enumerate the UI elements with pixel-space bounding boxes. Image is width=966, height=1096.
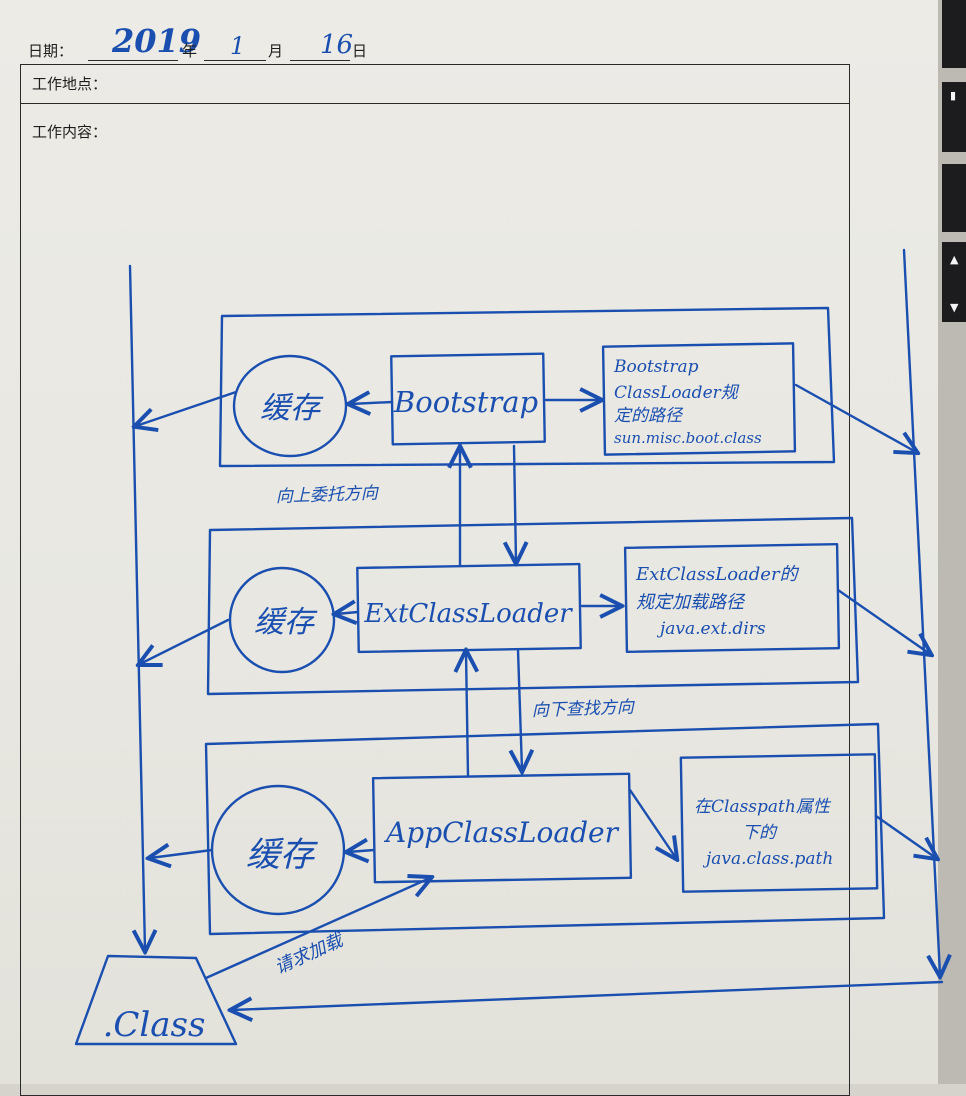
bootstrap-path-line-1: Bootstrap [613, 357, 699, 377]
app-path-line-2: 下的 [742, 823, 778, 843]
ext-row-frame [206, 516, 860, 696]
edge-tab-mark: ▮ [950, 89, 957, 102]
arrow-ext-path-out [836, 588, 930, 654]
app-path-line-3: java.class.path [702, 849, 833, 869]
app-loader-label: AppClassLoader [383, 816, 620, 849]
ext-cache-label: 缓存 [254, 605, 318, 640]
arrow-ext-searches-down [518, 648, 522, 770]
request-load-label: 请求加载 [271, 929, 347, 978]
chevron-up-icon: ▲ [950, 253, 959, 266]
month-unit: 月 [268, 42, 284, 60]
ext-path-line-3: java.ext.dirs [656, 619, 766, 639]
ext-path-box [623, 542, 841, 654]
ext-path-line-2: 规定加载路径 [636, 592, 746, 613]
bootstrap-cache-label: 缓存 [260, 391, 324, 426]
app-row-frame [204, 722, 886, 936]
form-row-divider [20, 103, 850, 104]
content-label: 工作内容： [32, 123, 108, 141]
arrow-return-to-class [232, 980, 944, 1010]
delegate-up-label: 向上委托方向 [275, 483, 380, 507]
arrow-bootstrap-to-cache [350, 402, 394, 404]
class-file-label: .Class [103, 1005, 206, 1045]
month-underline [204, 60, 266, 61]
arrow-ext-to-cache [336, 612, 360, 614]
left-flow-line [128, 264, 145, 950]
search-down-label: 向下查找方向 [531, 697, 636, 721]
arrow-bootstrap-searches-down [514, 444, 516, 562]
app-path-box [679, 753, 879, 893]
edge-tab: ▮ [942, 82, 966, 152]
edge-tab [942, 164, 966, 232]
arrow-bootstrap-path-out [794, 383, 916, 452]
bootstrap-row-frame [218, 306, 836, 468]
edge-tab [942, 0, 966, 68]
bootstrap-path-line-4: sun.misc.boot.class [614, 429, 762, 447]
arrow-app-to-path [628, 788, 676, 858]
year-value: 2019 [112, 22, 202, 60]
month-value: 1 [230, 32, 246, 60]
arrow-app-to-cache [348, 850, 376, 852]
arrow-ext-cache-out [140, 618, 230, 664]
arrow-app-path-out [874, 814, 936, 858]
app-loader-box [371, 772, 633, 884]
edge-tab: ▲▼ [942, 242, 966, 322]
day-unit: 日 [352, 42, 368, 60]
arrow-bootstrap-cache-out [136, 390, 238, 426]
app-path-line-1: 在Classpath属性 [694, 797, 832, 817]
bootstrap-loader-box [390, 352, 546, 446]
arrow-app-delegates-up [466, 652, 468, 778]
class-file-shape [74, 954, 238, 1046]
notebook-page [0, 0, 938, 1084]
day-value: 16 [320, 30, 354, 60]
arrow-request-load [204, 878, 430, 980]
year-unit: 年 [182, 42, 198, 60]
bootstrap-loader-label: Bootstrap [393, 385, 538, 419]
bootstrap-path-line-2: ClassLoader规 [614, 383, 740, 403]
arrow-app-cache-out [150, 850, 214, 858]
ext-loader-label: ExtClassLoader [363, 599, 573, 629]
ext-path-line-1: ExtClassLoader的 [635, 564, 800, 585]
date-label: 日期： [28, 42, 74, 60]
app-cache-label: 缓存 [246, 835, 318, 875]
bootstrap-path-line-3: 定的路径 [614, 406, 684, 426]
year-underline [88, 60, 178, 61]
day-underline [290, 60, 350, 61]
location-label: 工作地点： [32, 75, 108, 93]
chevron-down-icon: ▼ [950, 301, 959, 314]
right-flow-line [902, 248, 940, 975]
